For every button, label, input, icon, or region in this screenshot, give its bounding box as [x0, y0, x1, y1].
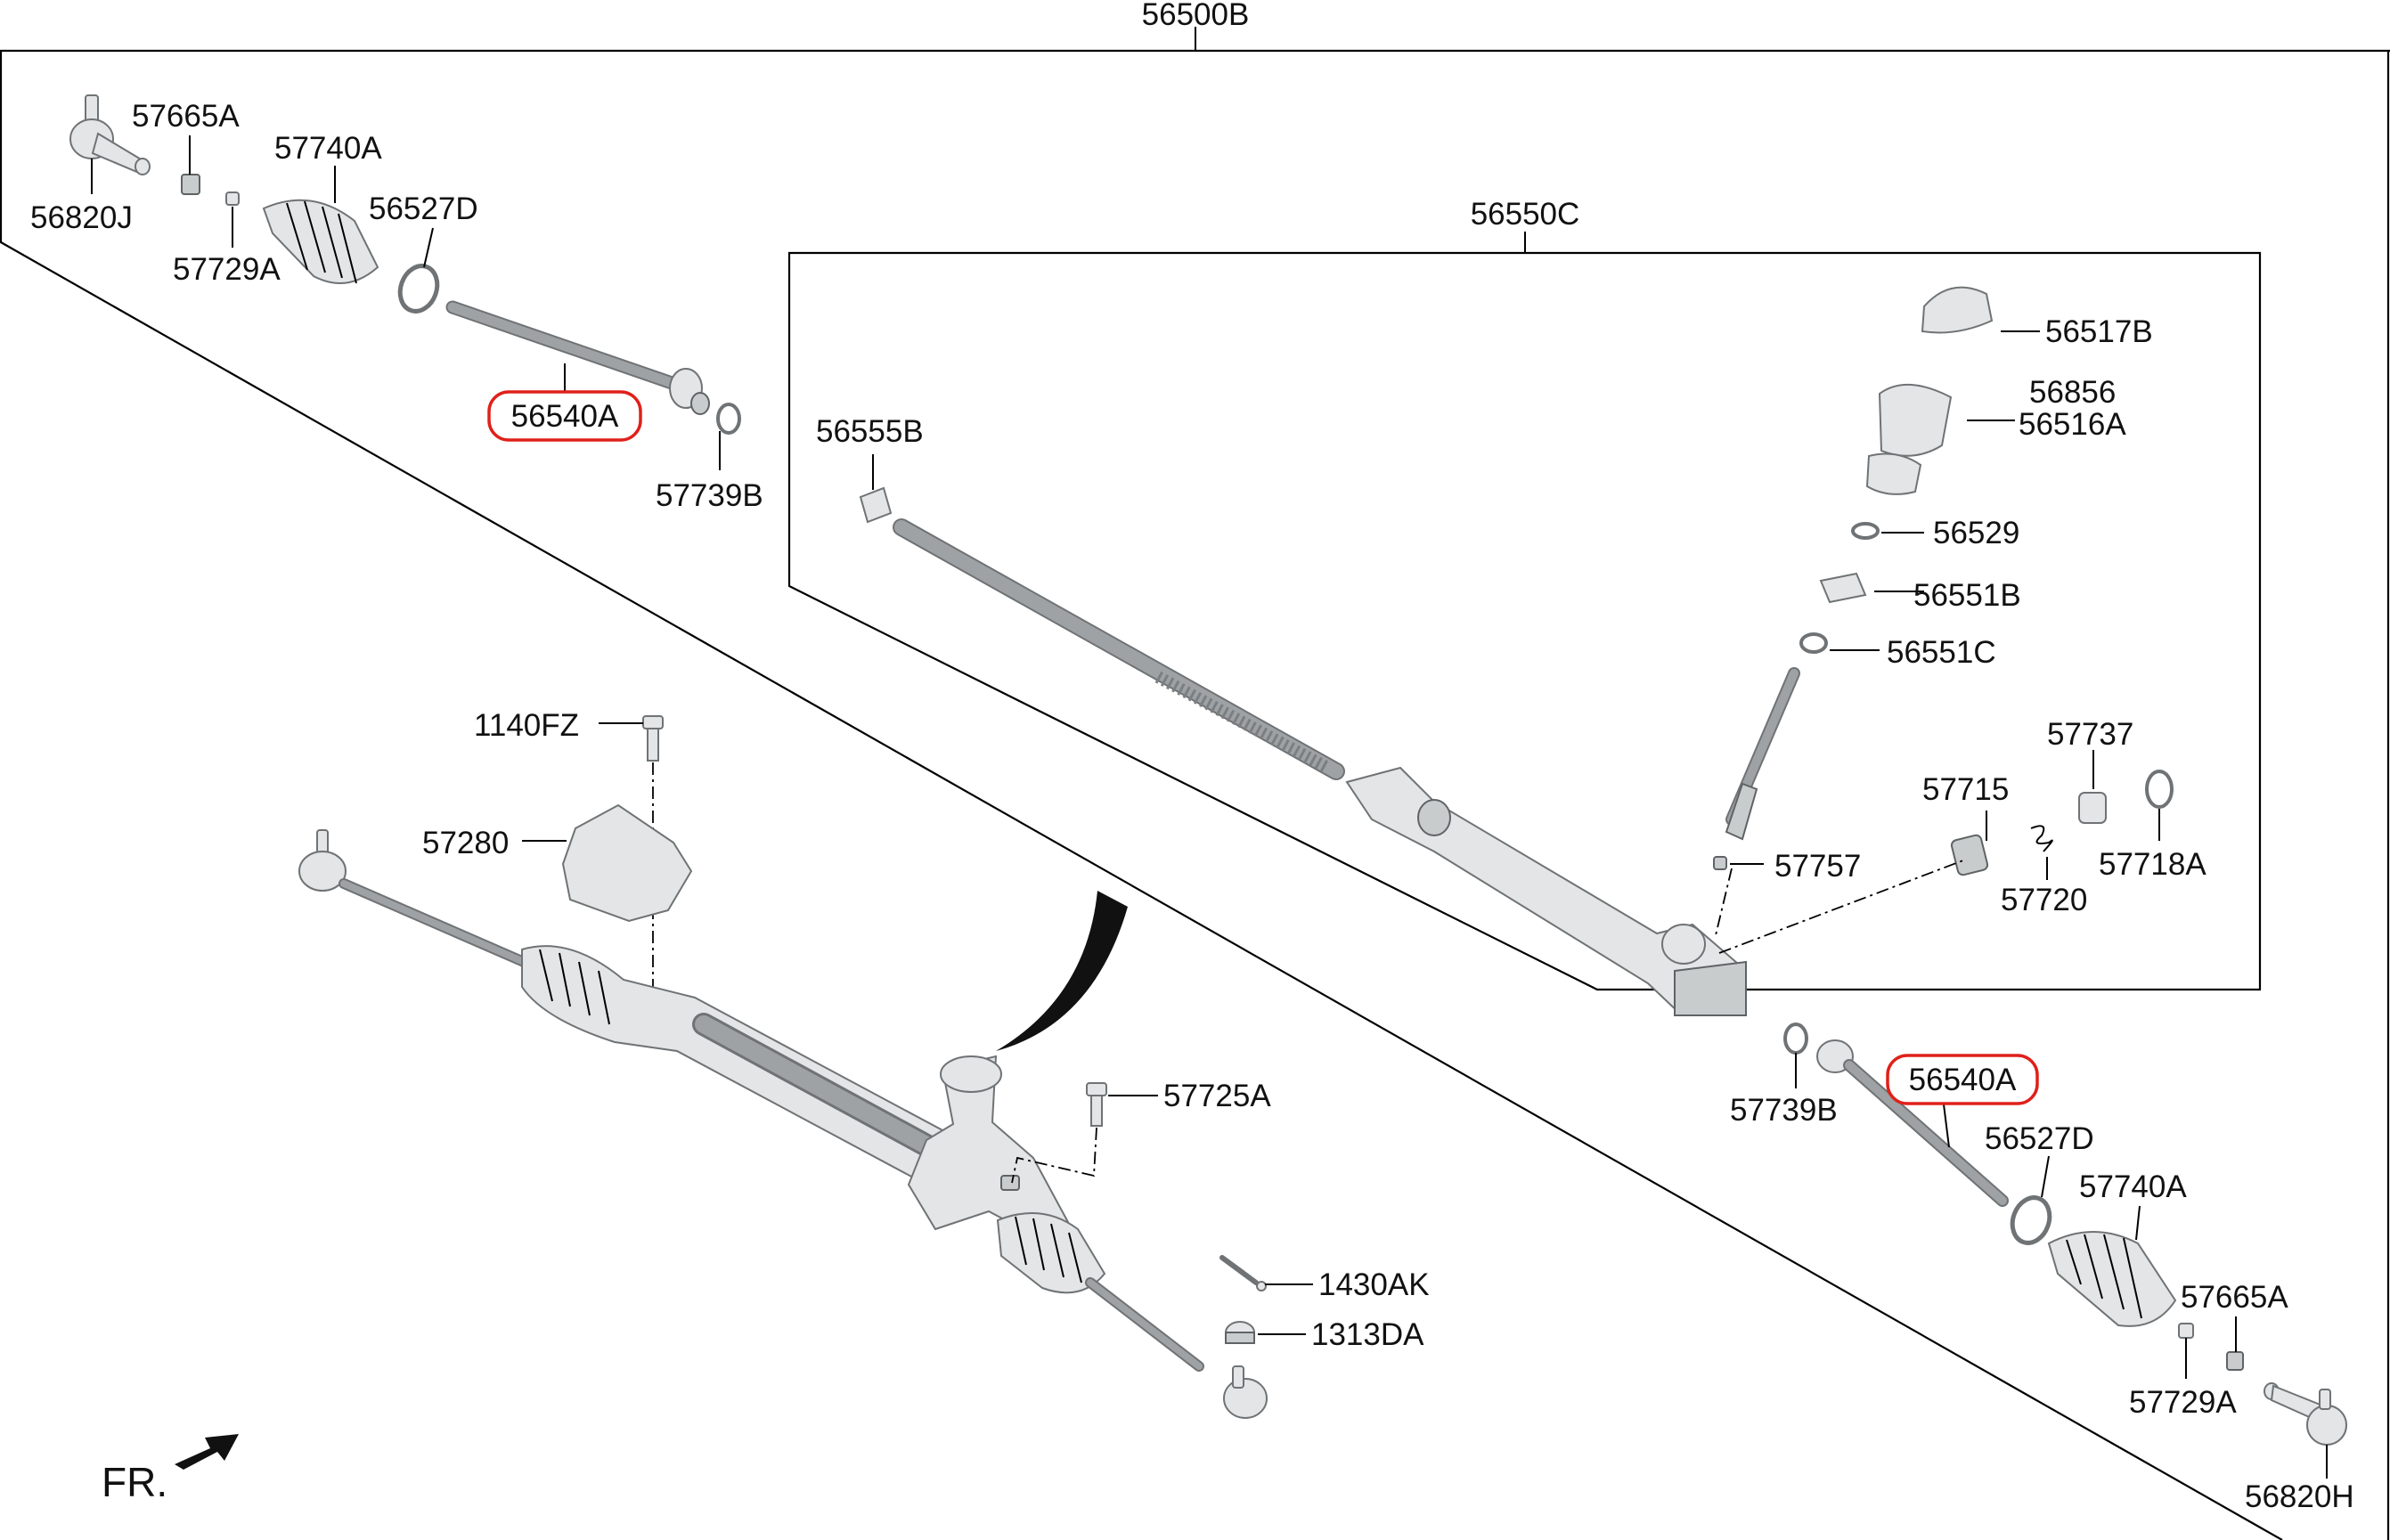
assembled-pinion-housing-icon	[907, 1055, 1071, 1242]
nut-right-icon	[2226, 1351, 2244, 1371]
label-57720[interactable]: 57720	[2001, 883, 2087, 917]
assembled-rack-housing-icon	[521, 945, 946, 1186]
label-56551B[interactable]: 56551B	[1913, 578, 2021, 613]
inner-tie-rod-right-icon	[1816, 1039, 2009, 1207]
label-57757[interactable]: 57757	[1774, 849, 1861, 884]
label-56820J[interactable]: 56820J	[30, 200, 133, 235]
label-1430AK[interactable]: 1430AK	[1318, 1267, 1430, 1302]
label-56540A-right[interactable]: 56540A	[1909, 1063, 2017, 1097]
highlight-box-right	[1886, 1054, 2039, 1105]
label-56517B[interactable]: 56517B	[2045, 314, 2153, 349]
yoke-plug-icon	[1950, 834, 1989, 876]
clamp-ring-right-icon	[2010, 1195, 2052, 1245]
nut-left-icon	[181, 174, 200, 195]
label-57725A[interactable]: 57725A	[1163, 1079, 1271, 1113]
label-56820H[interactable]: 56820H	[2245, 1479, 2354, 1514]
pinion-locknut-icon	[1819, 572, 1867, 604]
rack-bushing-icon	[859, 486, 893, 524]
label-57715[interactable]: 57715	[1922, 772, 2009, 807]
tie-rod-end-right-icon	[2264, 1382, 2347, 1446]
gear-housing-icon	[1345, 766, 1747, 1017]
tie-rod-end-left-icon	[69, 94, 151, 175]
pinion-seal-icon	[1865, 384, 1953, 495]
lock-washer-left-icon	[716, 403, 741, 435]
label-57740A-right[interactable]: 57740A	[2079, 1169, 2187, 1204]
label-56551C[interactable]: 56551C	[1887, 635, 1996, 670]
heat-protector-icon	[561, 803, 693, 923]
yoke-oring-icon	[2145, 770, 2174, 809]
assembled-bellows-right-icon	[996, 1212, 1268, 1419]
label-57280[interactable]: 57280	[422, 826, 509, 860]
label-57718A[interactable]: 57718A	[2099, 847, 2206, 882]
highlight-box-left	[487, 390, 642, 442]
pinion-dust-seal-icon	[1799, 632, 1828, 654]
bellows-right-icon	[2047, 1231, 2177, 1327]
label-56527D-right[interactable]: 56527D	[1985, 1121, 2094, 1156]
washer-left-icon	[225, 191, 240, 206]
detail-pointer-icon	[996, 891, 1128, 1051]
label-57665A-right[interactable]: 57665A	[2181, 1280, 2288, 1315]
label-57739B-left[interactable]: 57739B	[656, 478, 763, 513]
assembly-frame	[0, 27, 2390, 1540]
label-56856[interactable]: 56856	[2029, 375, 2116, 410]
label-56516A[interactable]: 56516A	[2019, 407, 2126, 442]
label-57739B-right[interactable]: 57739B	[1730, 1093, 1838, 1128]
lock-washer-right-icon	[1783, 1023, 1808, 1055]
clamp-ring-left-icon	[397, 264, 440, 314]
front-direction-arrow-icon	[175, 1434, 239, 1470]
bolt-57725A-icon	[1086, 1082, 1107, 1127]
label-56529[interactable]: 56529	[1933, 516, 2019, 550]
subassembly-frame	[787, 232, 2262, 991]
label-57740A-left[interactable]: 57740A	[274, 131, 382, 166]
bellows-left-icon	[262, 199, 379, 284]
pinion-oring-icon	[1851, 522, 1880, 540]
label-56527D-left[interactable]: 56527D	[369, 191, 478, 226]
label-1313DA[interactable]: 1313DA	[1311, 1317, 1424, 1352]
washer-right-icon	[2178, 1323, 2194, 1339]
pinion-ball-bearing-icon	[1921, 286, 1994, 334]
pinion-shaft-icon	[1725, 667, 1800, 841]
inner-tie-rod-left-icon	[445, 300, 710, 415]
yoke-spring-icon	[2030, 825, 2053, 852]
label-57729A-left[interactable]: 57729A	[173, 252, 281, 287]
label-56500B: 56500B	[1142, 0, 1250, 32]
rack-bar-icon	[893, 518, 1345, 780]
castle-nut-icon	[1225, 1321, 1255, 1344]
label-56555B[interactable]: 56555B	[816, 414, 924, 449]
label-57729A-right[interactable]: 57729A	[2129, 1385, 2237, 1420]
label-57737[interactable]: 57737	[2047, 717, 2133, 752]
leader-lines	[91, 135, 2328, 1479]
support-yoke-icon	[2078, 792, 2107, 824]
label-56540A-left[interactable]: 56540A	[511, 399, 619, 434]
direction-label: FR.	[102, 1459, 167, 1505]
label-57665A-left[interactable]: 57665A	[132, 99, 240, 134]
label-56550C: 56550C	[1471, 197, 1580, 232]
label-1140FZ[interactable]: 1140FZ	[474, 708, 579, 743]
yoke-guide-icon	[1713, 856, 1727, 870]
bolt-1140FZ-icon	[642, 715, 664, 762]
assembled-tie-rod-end-left-icon	[298, 829, 529, 967]
cotter-pin-icon	[1219, 1255, 1267, 1291]
